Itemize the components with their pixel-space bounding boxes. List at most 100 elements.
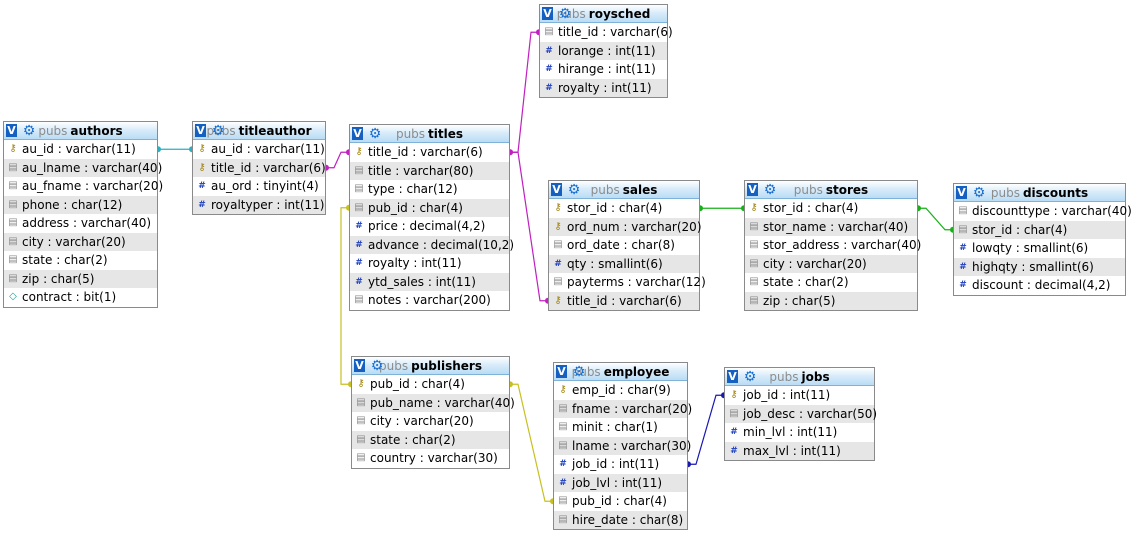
column-row[interactable]: ▤state : char(2) — [745, 273, 917, 292]
column-row[interactable]: ⚷title_id : varchar(6) — [549, 291, 699, 310]
gear-icon[interactable]: ⚙ — [211, 123, 225, 139]
column-row[interactable]: ▤payterms : varchar(12) — [549, 273, 705, 292]
column-row[interactable]: #advance : decimal(10,2) — [350, 235, 514, 254]
column-row[interactable]: ▤city : varchar(20) — [745, 254, 917, 273]
collapse-toggle-icon[interactable]: V — [727, 370, 738, 383]
column-row[interactable]: ▤hire_date : char(8) — [554, 510, 687, 529]
column-row[interactable]: #royalty : int(11) — [540, 78, 667, 97]
column-row[interactable]: #highqty : smallint(6) — [954, 257, 1125, 276]
column-row[interactable]: ▤type : char(12) — [350, 180, 509, 199]
column-row[interactable]: #au_ord : tinyint(4) — [193, 177, 325, 196]
column-row[interactable]: ▤phone : char(12) — [4, 195, 157, 214]
column-row[interactable]: #qty : smallint(6) — [549, 254, 699, 273]
collapse-toggle-icon[interactable]: V — [354, 359, 365, 372]
gear-icon[interactable]: ⚙ — [972, 185, 986, 201]
column-row[interactable]: ⚷job_id : int(11) — [725, 386, 874, 405]
column-row[interactable]: ▤notes : varchar(200) — [350, 291, 509, 310]
column-row[interactable]: #hirange : int(11) — [540, 60, 667, 79]
column-row[interactable]: ▤zip : char(5) — [745, 291, 917, 310]
column-row[interactable]: ⚷au_id : varchar(11) — [193, 140, 325, 159]
column-row[interactable]: ▤stor_id : char(4) — [954, 220, 1125, 239]
gear-icon[interactable]: ⚙ — [743, 369, 757, 385]
gear-icon[interactable]: ⚙ — [558, 6, 572, 22]
column-row[interactable]: #royalty : int(11) — [350, 254, 509, 273]
column-row[interactable]: ▤address : varchar(40) — [4, 214, 157, 233]
column-row[interactable]: ▤zip : char(5) — [4, 269, 157, 288]
column-row[interactable]: #ytd_sales : int(11) — [350, 272, 509, 291]
column-row[interactable]: #job_lvl : int(11) — [554, 473, 687, 492]
column-row[interactable]: ▤discounttype : varchar(40) — [954, 202, 1131, 221]
collapse-toggle-icon[interactable]: V — [551, 183, 562, 196]
column-row[interactable]: ▤stor_name : varchar(40) — [745, 217, 917, 236]
column-row[interactable]: ▤ord_date : char(8) — [549, 236, 699, 255]
column-row[interactable]: #discount : decimal(4,2) — [954, 276, 1125, 295]
column-row[interactable]: ▤stor_address : varchar(40) — [745, 236, 921, 255]
column-row[interactable]: ▤au_fname : varchar(20) — [4, 177, 163, 196]
column-row[interactable]: ⚷title_id : varchar(6) — [350, 143, 509, 162]
column-row[interactable]: ▤title : varchar(80) — [350, 161, 509, 180]
column-row[interactable]: #lowqty : smallint(6) — [954, 239, 1125, 258]
column-row[interactable]: ▤pub_id : char(4) — [554, 492, 687, 511]
column-row[interactable]: ▤au_lname : varchar(40) — [4, 158, 162, 177]
column-row[interactable]: ⚷title_id : varchar(6) — [193, 158, 326, 177]
column-row[interactable]: ▤city : varchar(20) — [352, 412, 509, 431]
gear-icon[interactable]: ⚙ — [22, 123, 36, 139]
column-row[interactable]: #max_lvl : int(11) — [725, 441, 874, 460]
column-row[interactable]: #job_id : int(11) — [554, 455, 687, 474]
gear-icon[interactable]: ⚙ — [567, 182, 581, 198]
column-row[interactable]: ▤job_desc : varchar(50) — [725, 404, 877, 423]
collapse-toggle-icon[interactable]: V — [956, 186, 967, 199]
gear-icon[interactable]: ⚙ — [572, 364, 586, 380]
collapse-toggle-icon[interactable]: V — [6, 124, 17, 137]
column-row[interactable]: ▤state : char(2) — [4, 251, 157, 270]
column-row[interactable]: ▤city : varchar(20) — [4, 232, 157, 251]
column-row[interactable]: ⚷au_id : varchar(11) — [4, 140, 157, 159]
column-row[interactable]: #price : decimal(4,2) — [350, 217, 509, 236]
column-row[interactable]: ▤title_id : varchar(6) — [540, 23, 672, 42]
column-row[interactable]: ⚷stor_id : char(4) — [549, 199, 699, 218]
collapse-toggle-icon[interactable]: V — [195, 124, 206, 137]
collapse-toggle-icon[interactable]: V — [352, 127, 363, 140]
column-row[interactable]: #royaltyper : int(11) — [193, 195, 325, 214]
column-row[interactable]: ⚷ord_num : varchar(20) — [549, 217, 702, 236]
column-row[interactable]: ◇contract : bit(1) — [4, 288, 157, 307]
column-row[interactable]: #lorange : int(11) — [540, 41, 667, 60]
column-row[interactable]: ▤pub_name : varchar(40) — [352, 393, 515, 412]
column-row[interactable]: ▤state : char(2) — [352, 430, 509, 449]
column-row[interactable]: ⚷emp_id : char(9) — [554, 381, 687, 400]
column-row[interactable]: ▤minit : char(1) — [554, 418, 687, 437]
column-row[interactable]: ⚷pub_id : char(4) — [352, 375, 509, 394]
collapse-toggle-icon[interactable]: V — [542, 7, 553, 20]
gear-icon[interactable]: ⚙ — [368, 126, 382, 142]
column-row[interactable]: ▤fname : varchar(20) — [554, 399, 692, 418]
gear-icon[interactable]: ⚙ — [763, 182, 777, 198]
column-row[interactable]: ⚷stor_id : char(4) — [745, 199, 917, 218]
gear-icon[interactable]: ⚙ — [370, 358, 384, 374]
column-row[interactable]: ▤lname : varchar(30) — [554, 436, 691, 455]
column-row[interactable]: ▤pub_id : char(4) — [350, 198, 509, 217]
collapse-toggle-icon[interactable]: V — [556, 365, 567, 378]
column-row[interactable]: ▤country : varchar(30) — [352, 449, 509, 468]
column-row[interactable]: #min_lvl : int(11) — [725, 423, 874, 442]
collapse-toggle-icon[interactable]: V — [747, 183, 758, 196]
